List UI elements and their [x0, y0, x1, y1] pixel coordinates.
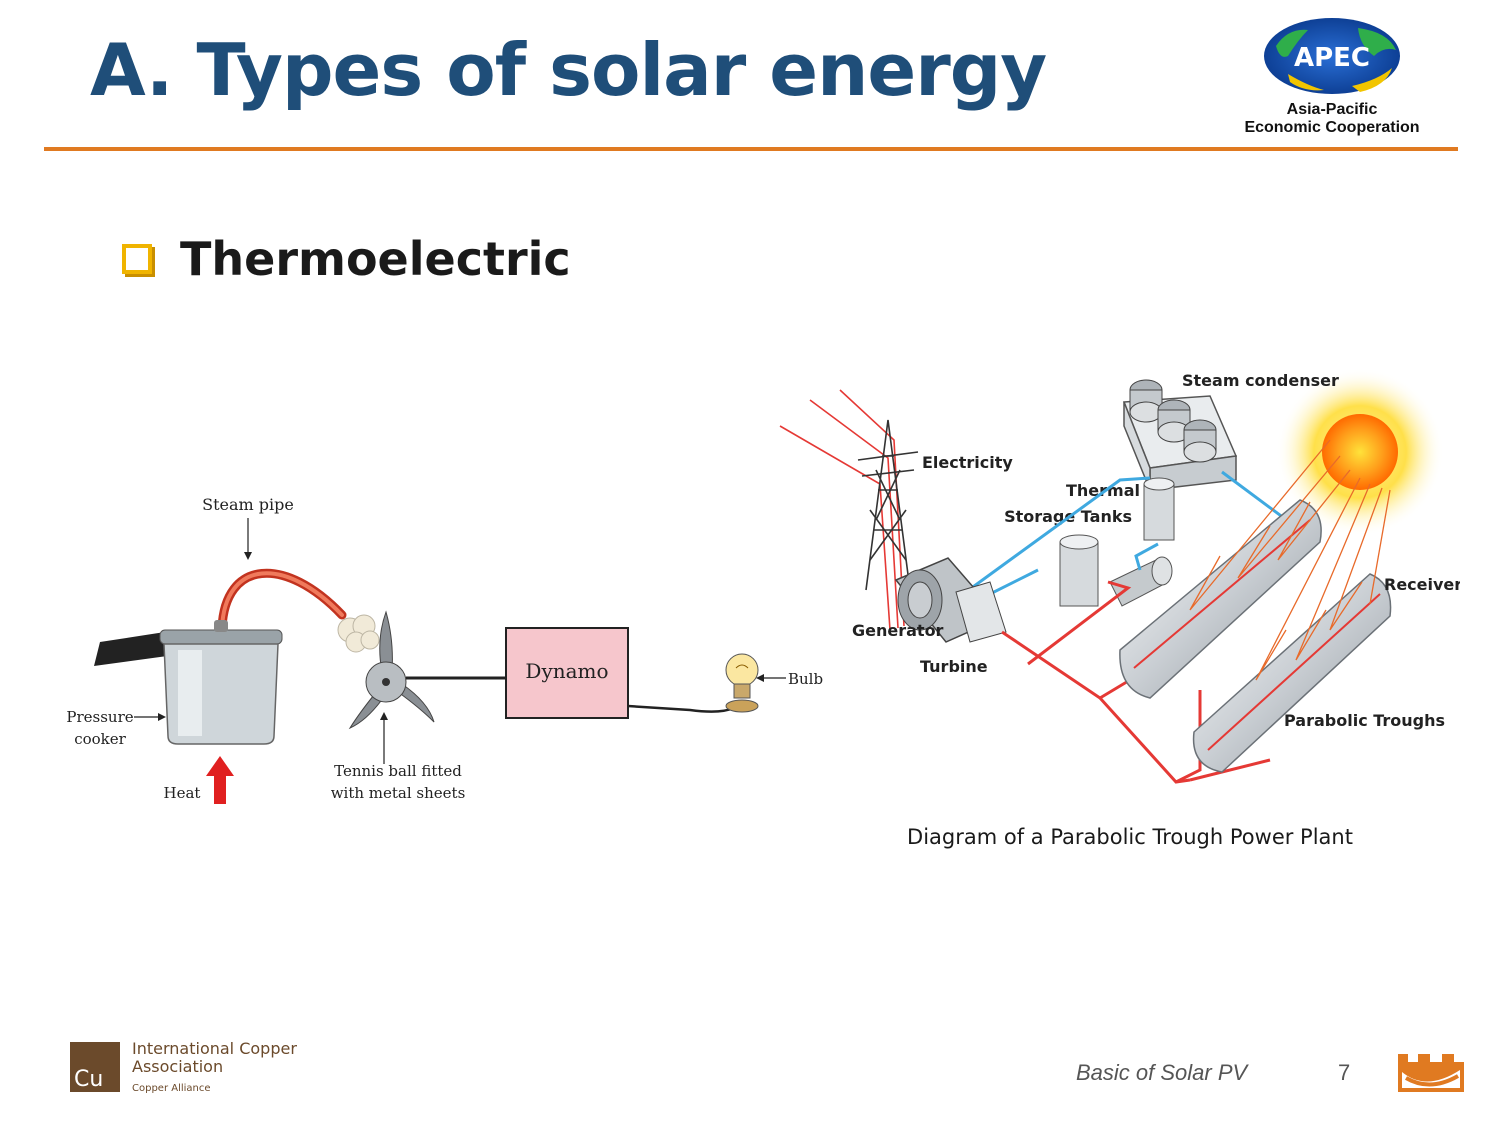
bullet-text: Thermoelectric	[180, 232, 571, 286]
diagram-caption: Diagram of a Parabolic Trough Power Plan…	[907, 825, 1353, 849]
thermal-label: Thermal	[1066, 481, 1140, 500]
footer-title: Basic of Solar PV	[1076, 1060, 1247, 1086]
tennis-label-1: Tennis ball fitted	[334, 762, 462, 780]
title-divider	[44, 147, 1458, 151]
generator-label: Generator	[852, 621, 944, 640]
apec-badge-text: APEC	[1294, 43, 1370, 73]
tennis-label-2: with metal sheets	[331, 784, 466, 802]
electricity-lines	[780, 390, 904, 630]
receiver-label: Receiver	[1384, 575, 1460, 594]
page-number: 7	[1338, 1060, 1350, 1086]
bulb-icon	[726, 654, 758, 712]
parabolic-troughs	[1120, 500, 1391, 772]
pressure-cooker-label-1: Pressure	[66, 708, 133, 726]
checkbox-bullet-icon	[122, 244, 152, 274]
pressure-cooker-label-2: cooker	[74, 730, 126, 748]
dynamo-wire	[628, 706, 734, 712]
heat-label: Heat	[164, 784, 201, 802]
ica-line3: Copper Alliance	[132, 1083, 211, 1094]
electricity-label: Electricity	[922, 453, 1013, 472]
steam-condenser	[1124, 380, 1236, 490]
bullet-item: Thermoelectric	[122, 232, 571, 286]
pressure-cooker-diagram: Steam pipe Pressure cooker Heat Tennis b…	[60, 480, 840, 820]
apec-logo: APEC Asia-Pacific Economic Cooperation	[1228, 16, 1438, 138]
dynamo-label: Dynamo	[525, 659, 608, 683]
ica-logo: Cu International Copper Association Copp…	[70, 1038, 310, 1096]
ica-line2: Association	[132, 1057, 223, 1076]
ica-line1: International Copper	[132, 1039, 297, 1058]
apec-line2: Economic Cooperation	[1244, 119, 1419, 136]
steam-puff	[338, 615, 379, 652]
steam-condenser-label: Steam condenser	[1182, 371, 1339, 390]
apec-line1: Asia-Pacific	[1287, 101, 1378, 118]
heat-arrow-icon	[206, 756, 234, 804]
svg-text:Cu: Cu	[74, 1067, 103, 1092]
castle-logo-icon	[1396, 1052, 1466, 1094]
parabolic-trough-diagram: Electricity Steam condenser Thermal Stor…	[770, 360, 1460, 860]
turbine-label: Turbine	[920, 657, 988, 676]
transmission-tower-icon	[858, 420, 918, 590]
steam-pipe-label: Steam pipe	[202, 495, 294, 514]
parabolic-troughs-label: Parabolic Troughs	[1284, 711, 1445, 730]
slide-title: A. Types of solar energy	[90, 28, 1046, 112]
